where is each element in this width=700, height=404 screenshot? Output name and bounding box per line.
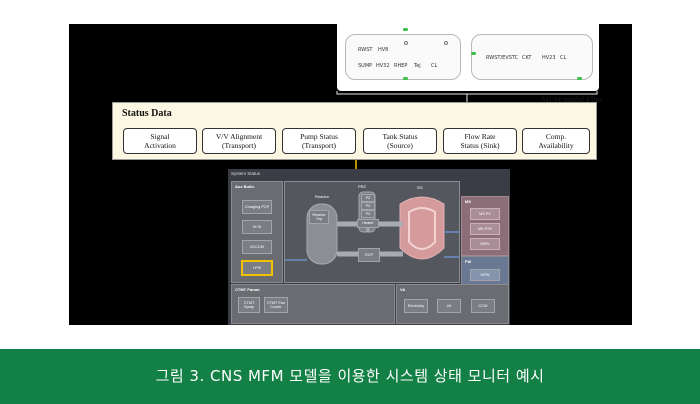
figure-image: RWST HV8 SUMP HV32 RHEP Tej CL RWST/EVST… bbox=[69, 24, 632, 325]
flow-indicator bbox=[403, 77, 408, 80]
ctmt-fan-cooler-box[interactable]: CTMT Fan Cooler bbox=[264, 297, 288, 313]
mfm-node: RWST/EVSTC bbox=[486, 55, 519, 61]
ctmt-panel: CTMT Param. CTMT Spray CTMT Fan Cooler bbox=[231, 284, 395, 324]
pz-box-3[interactable]: PZ bbox=[361, 210, 375, 218]
mfw-box[interactable]: MFW bbox=[470, 269, 500, 281]
flow-indicator bbox=[471, 52, 476, 55]
mfm-title: MFM model Flow bbox=[541, 95, 603, 104]
system-status-panel: System Status Aux Build. Charging PCP HI… bbox=[228, 169, 510, 325]
mfm-port bbox=[404, 41, 408, 45]
mfm-node: HV8 bbox=[378, 47, 389, 53]
pump-status-button[interactable]: Pump Status (Transport) bbox=[282, 128, 356, 154]
mfm-node: Tej bbox=[414, 63, 421, 69]
mfm-node: CKT bbox=[522, 55, 532, 61]
ms-pv-box[interactable]: MS PV bbox=[470, 208, 500, 220]
button-line: (Transport) bbox=[302, 141, 336, 150]
hi-si-box[interactable]: HI SI bbox=[242, 220, 272, 234]
fw-title: FW bbox=[465, 259, 472, 264]
lpsi-box[interactable]: LPSI bbox=[241, 260, 273, 276]
mfm-flow-panel: RWST HV8 SUMP HV32 RHEP Tej CL RWST/EVST… bbox=[337, 24, 603, 104]
mfm-right-flow: RWST/EVSTC CKT HV23 CL bbox=[471, 34, 593, 80]
button-line: Status (Sink) bbox=[460, 141, 500, 150]
electricity-box[interactable]: Electricity bbox=[404, 299, 428, 313]
button-line: Comp. bbox=[545, 132, 567, 141]
przr-label: PRZ bbox=[358, 184, 366, 189]
caption-bar: 그림 3. CNS MFM 모델을 이용한 시스템 상태 모니터 예시 bbox=[0, 349, 700, 404]
button-line: Availability bbox=[538, 141, 574, 150]
button-line: Flow Rate bbox=[464, 132, 496, 141]
status-data-panel: Status Data Signal Activation V/V Alignm… bbox=[112, 102, 597, 160]
button-line: Activation bbox=[144, 141, 176, 150]
charging-pcp-box[interactable]: Charging PCP bbox=[242, 200, 272, 214]
reactor-trip-box[interactable]: Reactor Trip bbox=[309, 210, 329, 224]
ctmt-spray-box[interactable]: CTMT Spray bbox=[238, 297, 260, 313]
msiv-box[interactable]: MSIV bbox=[470, 238, 500, 250]
flow-indicator bbox=[577, 77, 582, 80]
mfm-node: CL bbox=[560, 55, 567, 61]
mfm-port bbox=[444, 41, 448, 45]
ms-title: MS bbox=[465, 199, 471, 204]
flow-rate-button[interactable]: Flow Rate Status (Sink) bbox=[443, 128, 517, 154]
ia-box[interactable]: I/A bbox=[437, 299, 461, 313]
signal-activation-button[interactable]: Signal Activation bbox=[123, 128, 197, 154]
ms-panel: MS MS PV MS PSV MSIV bbox=[461, 196, 509, 256]
aux-build-title: Aux Build. bbox=[235, 184, 255, 189]
mfm-node: CL bbox=[431, 63, 438, 69]
button-line: (Source) bbox=[387, 141, 413, 150]
button-line: Pump Status bbox=[300, 132, 338, 141]
tank-status-button[interactable]: Tank Status (Source) bbox=[363, 128, 437, 154]
ccw-box[interactable]: CCW bbox=[471, 299, 495, 313]
button-line: Tank Status bbox=[382, 132, 418, 141]
plant-diagram-panel: Reactor PRZ SG Reactor Trip PZ PZ PZ Hea… bbox=[284, 181, 460, 283]
valve-alignment-button[interactable]: V/V Alignment (Transport) bbox=[202, 128, 276, 154]
reactor-label: Reactor bbox=[315, 194, 330, 199]
figure-caption: 그림 3. CNS MFM 모델을 이용한 시스템 상태 모니터 예시 bbox=[155, 367, 545, 385]
mfm-node: HV32 bbox=[376, 63, 390, 69]
button-line: V/V Alignment bbox=[215, 132, 263, 141]
comp-availability-button[interactable]: Comp. Availability bbox=[522, 128, 590, 154]
button-line: Signal bbox=[150, 132, 170, 141]
va-title: VA bbox=[400, 287, 406, 292]
mfm-node: RWST bbox=[358, 47, 373, 53]
mfm-node: SUMP bbox=[358, 63, 373, 69]
pz-box-2[interactable]: PZ bbox=[361, 202, 375, 210]
flow-indicator bbox=[403, 28, 408, 31]
system-status-title: System Status bbox=[231, 171, 261, 176]
rcp-box[interactable]: RCP bbox=[358, 248, 380, 262]
ms-psv-box[interactable]: MS PSV bbox=[470, 223, 500, 235]
status-data-title: Status Data bbox=[122, 108, 172, 119]
heater-box[interactable]: Heater bbox=[357, 219, 379, 228]
button-line: (Transport) bbox=[222, 141, 256, 150]
sg-label: SG bbox=[417, 185, 423, 190]
ctmt-title: CTMT Param. bbox=[235, 287, 261, 292]
aux-build-panel: Aux Build. Charging PCP HI SI ACCUM LPSI bbox=[231, 181, 283, 283]
mfm-node: HV23 bbox=[542, 55, 556, 61]
mfm-left-flow: RWST HV8 SUMP HV32 RHEP Tej CL bbox=[345, 34, 461, 80]
va-panel: VA Electricity I/A CCW bbox=[396, 284, 509, 324]
mfm-node: RHEP bbox=[394, 63, 408, 69]
accum-box[interactable]: ACCUM bbox=[242, 240, 272, 254]
pz-box-1[interactable]: PZ bbox=[361, 194, 375, 202]
